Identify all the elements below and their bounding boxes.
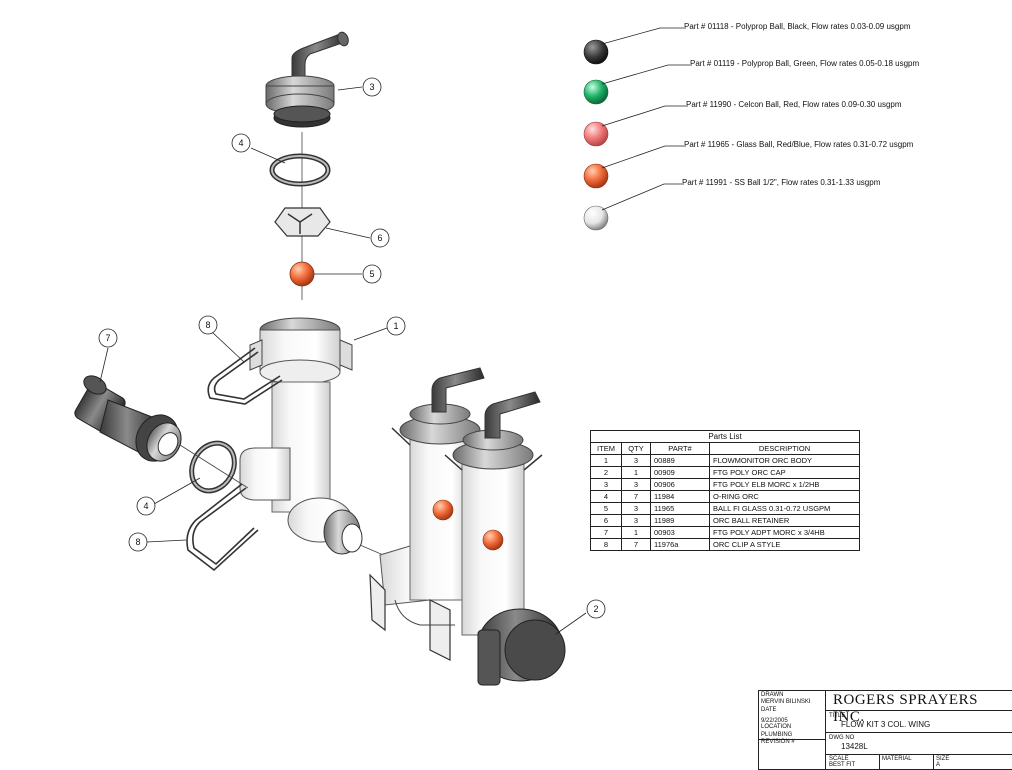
dwg-label: DWG NO xyxy=(829,735,855,741)
ball-swatch-green xyxy=(583,79,609,105)
callout-label: 2 xyxy=(593,604,598,614)
cell-qty: 7 xyxy=(621,538,651,551)
ball-swatch-red-blue xyxy=(583,163,609,189)
title-label: TITLE xyxy=(829,713,846,719)
cell-item: 7 xyxy=(590,526,622,539)
drawn-value: MERVIN BILINSKI xyxy=(761,699,811,705)
column-header-description: DESCRIPTION xyxy=(709,442,860,455)
ball-swatch-red xyxy=(583,121,609,147)
cell-part: 11965 xyxy=(650,502,710,515)
date-label: DATE xyxy=(761,707,777,713)
callout-label: 7 xyxy=(105,333,110,343)
callout-label: 8 xyxy=(135,537,140,547)
flow-ball-part xyxy=(289,261,315,287)
dwg-value: 13428L xyxy=(841,742,868,751)
cell-item: 4 xyxy=(590,490,622,503)
title-value: FLOW KIT 3 COL. WING xyxy=(841,720,931,729)
callout-label: 4 xyxy=(238,138,243,148)
ball-note-red: Part # 11990 - Celcon Ball, Red, Flow ra… xyxy=(686,100,902,109)
revision-label: REVISION # xyxy=(761,739,795,745)
ball-swatches xyxy=(583,39,609,231)
ball-retainer-part xyxy=(274,207,331,237)
drawn-label: DRAWN xyxy=(761,692,784,698)
cell-part: 00906 xyxy=(650,478,710,491)
cell-item: 2 xyxy=(590,466,622,479)
cell-part: 00903 xyxy=(650,526,710,539)
callout-label: 8 xyxy=(205,320,210,330)
column-header-item: ITEM xyxy=(590,442,622,455)
cell-description: FTG POLY ELB MORC x 1/2HB xyxy=(709,478,860,491)
cell-description: FTG POLY ORC CAP xyxy=(709,466,860,479)
cell-description: ORC CLIP A STYLE xyxy=(709,538,860,551)
callout-bubbles xyxy=(98,77,606,619)
cell-qty: 1 xyxy=(621,526,651,539)
cell-item: 6 xyxy=(590,514,622,527)
ball-swatch-steel xyxy=(583,205,609,231)
parts-list-header-row: ITEM QTY PART# DESCRIPTION xyxy=(590,442,860,455)
cell-part: 11989 xyxy=(650,514,710,527)
elbow-cap-part xyxy=(265,31,349,128)
ball-note-steel: Part # 11991 - SS Ball 1/2", Flow rates … xyxy=(682,178,881,187)
cell-description: FLOWMONITOR ORC BODY xyxy=(709,454,860,467)
cell-part: 00889 xyxy=(650,454,710,467)
orc-clip-part xyxy=(207,347,283,405)
assembled-flow-kit xyxy=(369,367,566,686)
column-header-qty: QTY xyxy=(621,442,651,455)
cell-item: 1 xyxy=(590,454,622,467)
hose-adapter-part xyxy=(74,375,182,462)
cell-description: FTG POLY ADPT MORC x 3/4HB xyxy=(709,526,860,539)
cell-part: 11984 xyxy=(650,490,710,503)
orc-clip-part-lower xyxy=(186,483,259,572)
date-value: 9/22/2005 xyxy=(761,718,788,724)
callout-label: 6 xyxy=(377,233,382,243)
size-label: SIZE xyxy=(936,756,950,762)
cell-qty: 3 xyxy=(621,454,651,467)
company-name: ROGERS SPRAYERS INC. xyxy=(833,692,978,725)
cell-qty: 3 xyxy=(621,502,651,515)
cell-description: O-RING ORC xyxy=(709,490,860,503)
callout-label: 4 xyxy=(143,501,148,511)
cell-description: BALL FI GLASS 0.31-0.72 USGPM xyxy=(709,502,860,515)
scale-value: BEST FIT xyxy=(829,762,856,768)
ball-note-black: Part # 01118 - Polyprop Ball, Black, Flo… xyxy=(684,22,911,31)
cell-part: 11976a xyxy=(650,538,710,551)
scale-label: SCALE xyxy=(829,756,849,762)
parts-list-title: Parts List xyxy=(590,430,860,443)
cell-item: 5 xyxy=(590,502,622,515)
cell-item: 3 xyxy=(590,478,622,491)
callout-label: 3 xyxy=(369,82,374,92)
flowmonitor-body-part xyxy=(239,317,396,561)
cell-item: 8 xyxy=(590,538,622,551)
cell-part: 00909 xyxy=(650,466,710,479)
column-header-part: PART# xyxy=(650,442,710,455)
callout-label: 1 xyxy=(393,321,398,331)
ball-swatch-black xyxy=(583,39,609,65)
size-value: A xyxy=(936,762,941,768)
drawing-title-block: DRAWN MERVIN BILINSKI DATE 9/22/2005 LOC… xyxy=(758,690,1012,770)
cell-qty: 3 xyxy=(621,478,651,491)
ball-note-green: Part # 01119 - Polyprop Ball, Green, Flo… xyxy=(690,59,920,68)
cell-description: ORC BALL RETAINER xyxy=(709,514,860,527)
location-label: LOCATION xyxy=(761,724,792,730)
location-value: PLUMBING xyxy=(761,732,793,738)
callout-label: 5 xyxy=(369,269,374,279)
cell-qty: 1 xyxy=(621,466,651,479)
ball-note-red-blue: Part # 11965 - Glass Ball, Red/Blue, Flo… xyxy=(684,140,914,149)
cell-qty: 3 xyxy=(621,514,651,527)
material-label: MATERIAL xyxy=(882,756,912,762)
cell-qty: 7 xyxy=(621,490,651,503)
